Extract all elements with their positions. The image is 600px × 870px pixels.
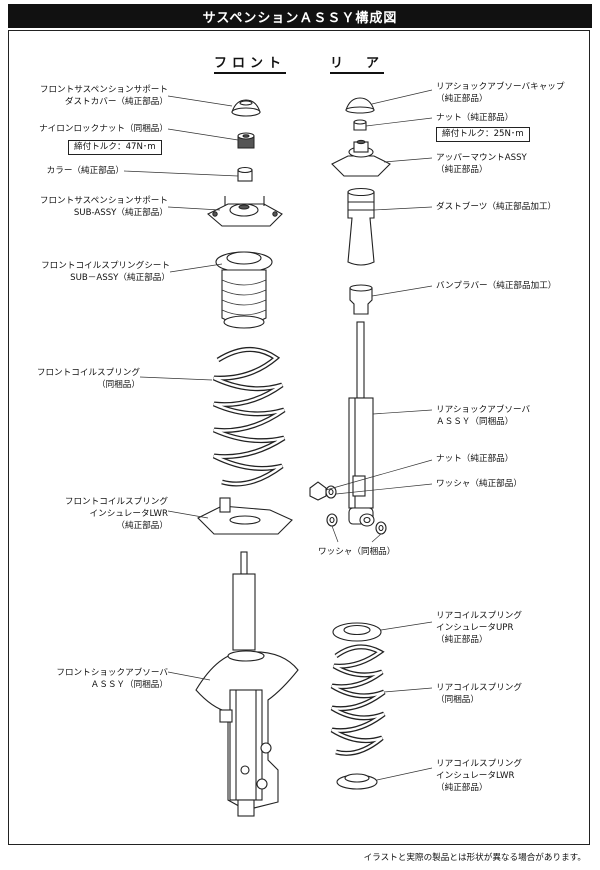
label-rear-shock: リアショックアブソーバ ＡＳＳＹ（同梱品） <box>436 405 531 427</box>
rear-bump-rubber <box>349 284 373 315</box>
label-rear-cap: リアショックアブソーバキャップ （純正部品） <box>436 82 565 104</box>
label-front-spring-seat: フロントコイルスプリングシート SUB－ASSY（純正部品） <box>41 261 170 283</box>
label-front-lock-nut: ナイロンロックナット（同梱品） <box>39 124 168 134</box>
label-rear-washer-oem: ワッシャ（純正部品） <box>436 479 522 489</box>
label-front-insulator-lwr: フロントコイルスプリング インシュレータLWR （純正部品） <box>64 497 168 531</box>
diagram-frame <box>8 30 590 845</box>
front-suspension-support <box>207 196 283 227</box>
label-rear-coil-spring: リアコイルスプリング （同梱品） <box>436 683 522 705</box>
label-rear-nut: ナット（純正部品） <box>436 454 514 464</box>
rear-coil-spring <box>330 644 386 756</box>
front-lock-nut <box>237 132 255 149</box>
rear-column-heading: リ ア <box>330 52 385 74</box>
front-shock-absorber <box>195 551 299 817</box>
rear-dust-boot <box>347 187 375 266</box>
label-rear-top-nut: ナット（純正部品） <box>436 113 514 123</box>
rear-shock-absorber <box>348 321 375 527</box>
rear-insulator-upr <box>332 622 382 642</box>
front-spring-seat <box>215 251 273 329</box>
front-column-heading: フロント <box>214 52 287 74</box>
label-rear-bump-rubber: バンプラバー（純正部品加工） <box>436 281 557 291</box>
label-rear-dust-boot: ダストブーツ（純正部品加工） <box>436 202 557 212</box>
rear-top-nut <box>353 119 367 131</box>
label-front-shock: フロントショックアブソーバ ＡＳＳＹ（同梱品） <box>56 668 168 690</box>
rear-nut <box>309 481 327 501</box>
rear-shock-cap <box>345 97 375 114</box>
front-collar <box>237 166 253 182</box>
torque-badge-rear: 締付トルク：25N･m <box>436 127 530 142</box>
page-title: サスペンションＡＳＳＹ構成図 <box>8 4 592 28</box>
front-insulator-lwr <box>197 497 293 535</box>
front-dust-cover <box>231 99 261 117</box>
label-rear-washer-bundled: ワッシャ（同梱品） <box>318 547 396 557</box>
rear-upper-mount <box>331 139 391 177</box>
label-rear-insulator-upr: リアコイルスプリング インシュレータUPR （純正部品） <box>436 611 522 645</box>
label-front-support: フロントサスペンションサポート SUB-ASSY（純正部品） <box>39 196 168 218</box>
label-rear-insulator-lwr: リアコイルスプリング インシュレータLWR （純正部品） <box>436 759 522 793</box>
label-front-coil-spring: フロントコイルスプリング （同梱品） <box>36 368 140 390</box>
label-front-dust-cover: フロントサスペンションサポート ダストカバー（純正部品） <box>39 85 168 107</box>
label-front-collar: カラー（純正部品） <box>46 166 124 176</box>
disclaimer-footnote: イラストと実際の製品とは形状が異なる場合があります。 <box>363 853 586 863</box>
rear-washer-bundled <box>326 513 387 535</box>
label-rear-upper-mount: アッパーマウントASSY （純正部品） <box>436 153 527 175</box>
front-coil-spring <box>212 347 286 487</box>
rear-insulator-lwr <box>336 773 378 790</box>
torque-badge-front: 締付トルク：47N･m <box>68 140 162 155</box>
leader-lines <box>123 89 433 781</box>
